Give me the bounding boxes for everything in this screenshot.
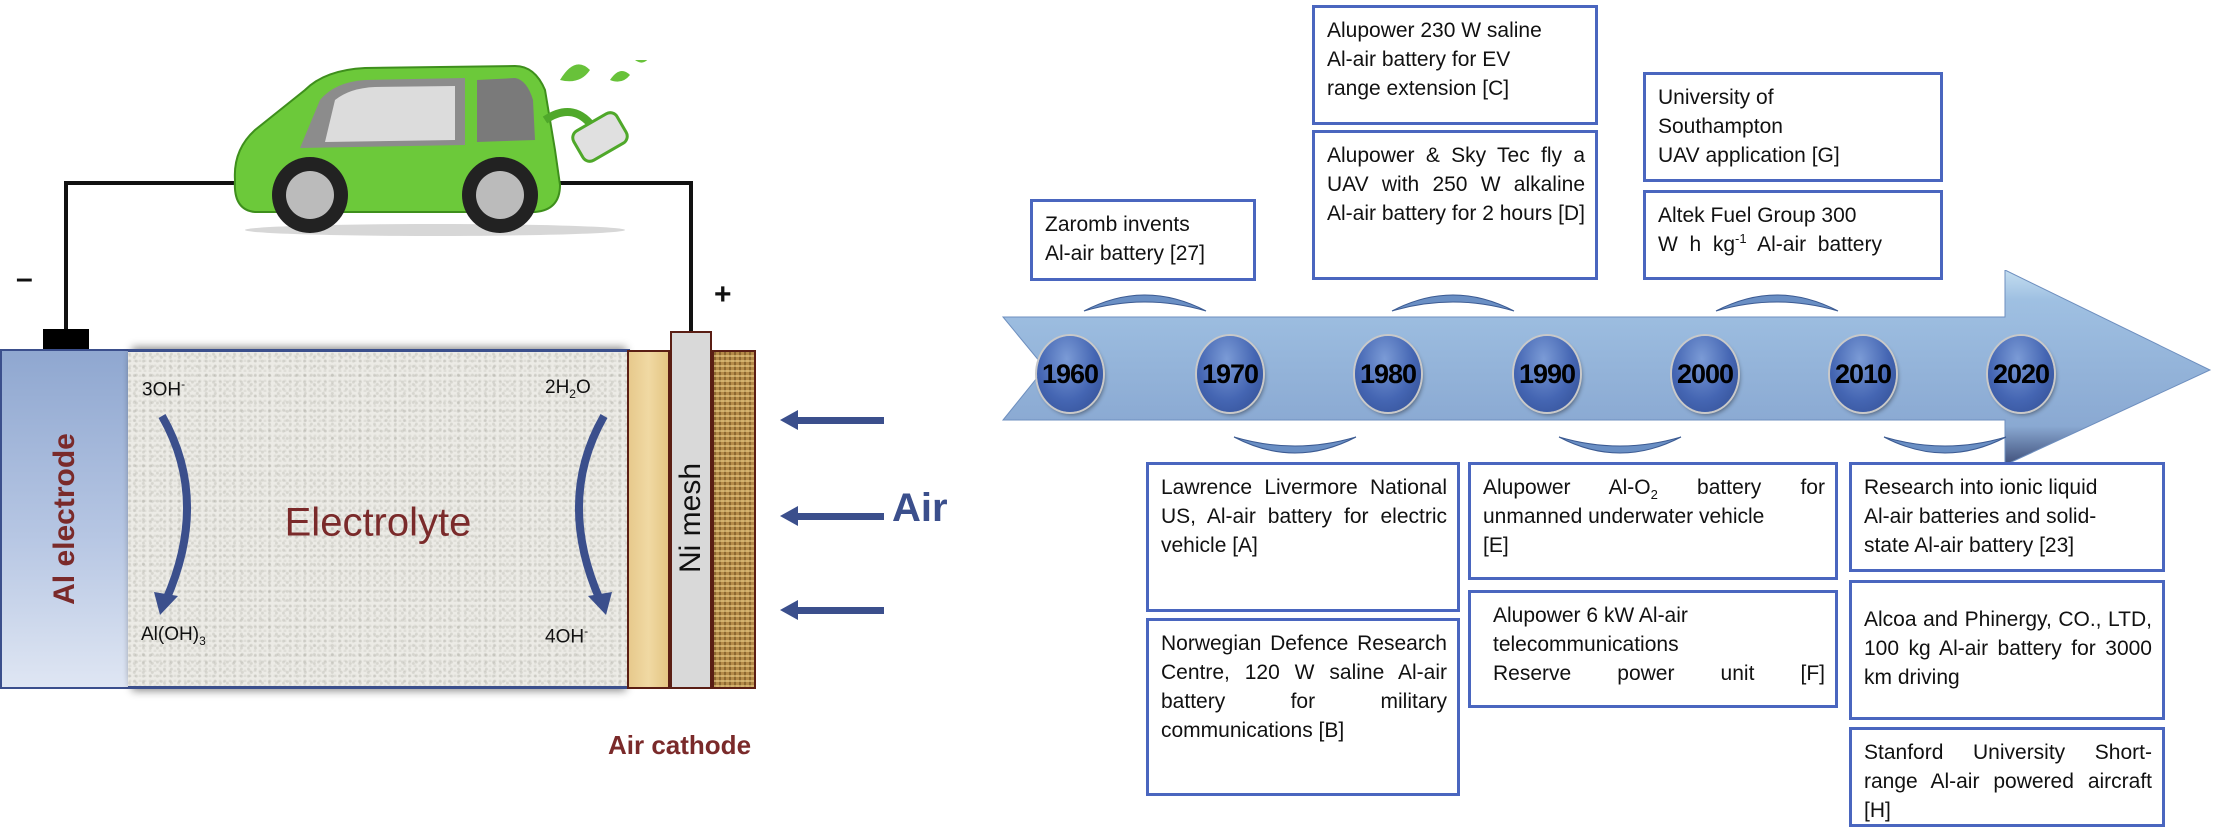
event-line: range extension [C] [1327, 77, 1510, 100]
event-lawrence-livermore: Lawrence Livermore National US, Al-air b… [1146, 462, 1460, 612]
cathode-reaction-arrow-icon [574, 414, 612, 615]
connector-arc-icon [1391, 294, 1515, 312]
electric-car-icon [233, 60, 648, 236]
event-line: Al-air battery [27] [1045, 242, 1205, 265]
cathode-reactant-pre: 2H [545, 377, 570, 398]
cathode-reactant-post: O [575, 377, 591, 398]
event-line: Al-air battery for EV [1327, 48, 1511, 71]
event-alupower-al-o2: Alupower Al-O2 battery for unmanned unde… [1468, 462, 1838, 580]
positive-terminal-sign: + [714, 278, 732, 311]
anode-reaction-arrow-icon [154, 414, 192, 615]
event-alupower-skytec: Alupower & Sky Tec fly a UAV with 250 W … [1312, 130, 1598, 280]
event-altek: Altek Fuel Group 300 W h kg-1 Al-air bat… [1643, 190, 1943, 280]
air-arrow-icon [780, 506, 884, 526]
event-text: Norwegian Defence Research Centre, 120 W… [1161, 632, 1447, 742]
anode-product-sub: 3 [199, 633, 206, 648]
event-text: Lawrence Livermore National US, Al-air b… [1161, 476, 1447, 557]
connector-arc-icon [1558, 436, 1682, 454]
year-2000: 2000 [1672, 336, 1738, 412]
electrolyte [128, 349, 630, 689]
event-text-post: battery for unmanned underwater vehicle [1483, 476, 1825, 528]
event-text: Alupower & Sky Tec fly a UAV with 250 W … [1327, 144, 1585, 225]
air-label: Air [892, 486, 948, 530]
year-1990: 1990 [1514, 336, 1580, 412]
anode-reactant-label: 3OH- [142, 377, 185, 401]
event-line: Reserve power unit [F] [1493, 662, 1825, 685]
event-text: Al-air battery [1746, 233, 1882, 256]
year-1970: 1970 [1197, 336, 1263, 412]
al-electrode-label: Al electrode [48, 433, 81, 605]
event-line: W h kg-1 Al-air battery [1658, 230, 1930, 259]
event-zaromb: Zaromb invents Al-air battery [27] [1030, 199, 1256, 281]
air-cathode-label: Air cathode [608, 730, 752, 760]
connector-arc-icon [1083, 294, 1207, 312]
air-arrow-icon [780, 600, 884, 620]
event-superscript: -1 [1735, 231, 1747, 246]
al-electrode [0, 349, 130, 689]
connector-arc-icon [1233, 436, 1357, 454]
cathode-reactant-sub: 2 [569, 386, 576, 401]
event-alcoa-phinergy: Alcoa and Phinergy, CO., LTD, 100 kg Al-… [1849, 580, 2165, 720]
cathode-product-charge: - [584, 624, 589, 638]
air-arrow-icon [780, 410, 884, 430]
event-text-pre: Alupower Al-O [1483, 476, 1651, 499]
electrolyte-label: Electrolyte [284, 500, 472, 545]
negative-terminal-sign: – [16, 262, 33, 295]
wire-left-vertical [64, 181, 68, 331]
event-line: telecommunications [1493, 633, 1679, 656]
event-line: Altek Fuel Group 300 [1658, 204, 1857, 227]
event-line: Zaromb invents [1045, 213, 1190, 236]
wire-right-horizontal [540, 181, 692, 185]
negative-terminal [43, 329, 89, 351]
event-line: Alupower 230 W saline [1327, 19, 1542, 42]
cathode-product-text: 4OH [545, 626, 585, 648]
anode-product-label: Al(OH)3 [141, 624, 206, 648]
wire-right-vertical [689, 181, 693, 333]
event-alupower-6kw: Alupower 6 kW Al-air telecommunications … [1468, 590, 1838, 708]
year-2020: 2020 [1988, 336, 2054, 412]
air-cathode-catalyst-layer [627, 350, 670, 689]
anode-product-text: Al(OH) [141, 624, 200, 645]
wire-left-horizontal [64, 181, 234, 185]
air-cathode-gas-diffusion-layer [712, 350, 756, 689]
event-ref: [E] [1483, 534, 1509, 557]
ni-mesh-current-collector [670, 331, 712, 689]
event-line: Research into ionic liquid [1864, 476, 2098, 499]
year-1980: 1980 [1355, 336, 1421, 412]
event-text: Alupower Al-O2 battery for unmanned unde… [1483, 473, 1825, 531]
event-line: UAV application [G] [1658, 144, 1840, 167]
ni-mesh-label: Ni mesh [674, 462, 707, 574]
connector-arc-icon [1715, 294, 1839, 312]
event-text: Stanford University Short-range Al-air p… [1864, 741, 2152, 822]
event-text: Alcoa and Phinergy, CO., LTD, 100 kg Al-… [1864, 608, 2152, 689]
event-alupower-230w: Alupower 230 W saline Al-air battery for… [1312, 5, 1598, 125]
anode-reactant-text: 3OH [142, 379, 182, 401]
event-line: University of [1658, 86, 1774, 109]
cathode-product-label: 4OH- [545, 624, 588, 648]
year-1960: 1960 [1037, 336, 1103, 412]
anode-reactant-charge: - [181, 377, 186, 391]
event-line: Alupower 6 kW Al-air [1493, 604, 1688, 627]
event-text: W h kg [1658, 233, 1736, 256]
event-line: Southampton [1658, 115, 1783, 138]
connector-arc-icon [1883, 436, 2007, 454]
event-southampton: University of Southampton UAV applicatio… [1643, 72, 1943, 182]
event-line: state Al-air battery [23] [1864, 534, 2075, 557]
event-ionic-liquid: Research into ionic liquid Al-air batter… [1849, 462, 2165, 572]
event-stanford: Stanford University Short-range Al-air p… [1849, 727, 2165, 827]
cathode-reactant-label: 2H2O [545, 377, 591, 401]
event-norwegian-defence: Norwegian Defence Research Centre, 120 W… [1146, 618, 1460, 796]
year-2010: 2010 [1830, 336, 1896, 412]
event-line: Al-air batteries and solid- [1864, 505, 2097, 528]
event-subscript: 2 [1650, 487, 1658, 503]
